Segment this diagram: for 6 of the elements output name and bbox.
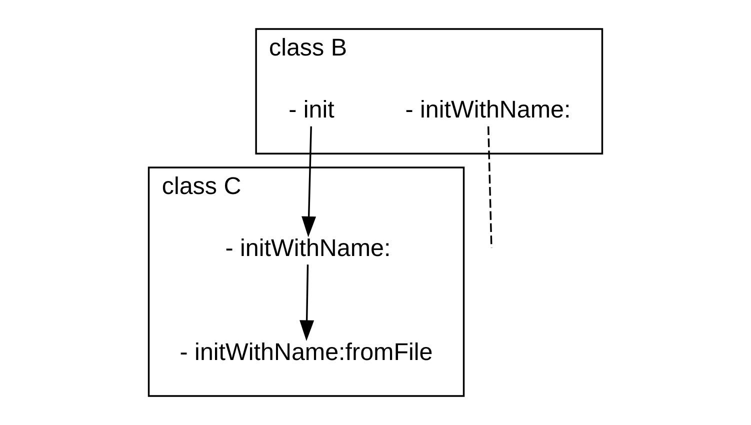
arrow [300, 264, 314, 341]
node-text: - initWithName:fromFile [180, 338, 433, 366]
node-text: - initWithName: [225, 235, 391, 262]
arrow [302, 126, 316, 238]
node-text: - initWithName: [405, 96, 571, 124]
node-text: - init [288, 96, 334, 124]
